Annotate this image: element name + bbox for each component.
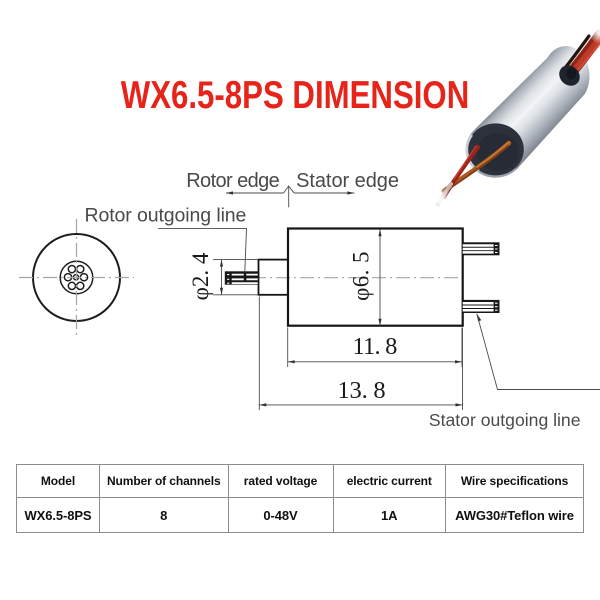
svg-text:Stator outgoing line: Stator outgoing line [429,410,581,430]
svg-text:Stator edge: Stator edge [296,170,399,192]
svg-text:11. 8: 11. 8 [352,333,397,360]
svg-text:13. 8: 13. 8 [337,377,385,404]
svg-text:Rotor outgoing line: Rotor outgoing line [85,204,247,226]
svg-text:φ6. 5: φ6. 5 [349,251,374,301]
svg-text:φ2. 4: φ2. 4 [188,252,213,300]
svg-text:Rotor edge: Rotor edge [186,170,279,192]
